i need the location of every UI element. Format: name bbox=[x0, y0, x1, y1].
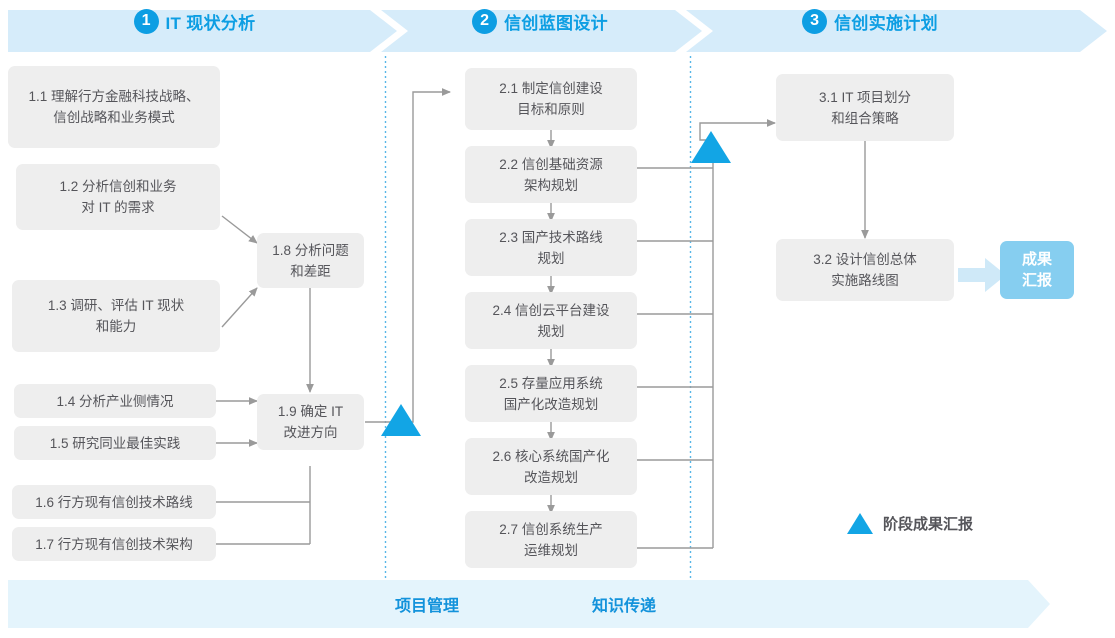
legend-label: 阶段成果汇报 bbox=[883, 516, 974, 533]
triangle-up-icon bbox=[847, 513, 873, 534]
phase-separator-2 bbox=[675, 10, 713, 52]
edge-1-3-to-1-8 bbox=[221, 287, 258, 328]
process-box-2-7[interactable]: 2.7 信创系统生产 运维规划 bbox=[465, 511, 637, 568]
process-box-1-4[interactable]: 1.4 分析产业侧情况 bbox=[14, 384, 216, 418]
process-box-2-4[interactable]: 2.4 信创云平台建设 规划 bbox=[465, 292, 637, 349]
edge-1-2-to-1-8 bbox=[221, 215, 258, 244]
edge-3-2-to-result bbox=[958, 258, 1006, 292]
process-box-1-7[interactable]: 1.7 行方现有信创技术架构 bbox=[12, 527, 216, 561]
process-box-2-5[interactable]: 2.5 存量应用系统 国产化改造规划 bbox=[465, 365, 637, 422]
result-badge[interactable]: 成果 汇报 bbox=[1000, 241, 1074, 299]
bottom-band-shape bbox=[8, 580, 1050, 628]
process-box-3-2[interactable]: 3.2 设计信创总体 实施路线图 bbox=[776, 239, 954, 301]
edge-1-9-to-2-1 bbox=[365, 88, 451, 423]
process-box-2-6[interactable]: 2.6 核心系统国产化 改造规划 bbox=[465, 438, 637, 495]
process-box-2-2[interactable]: 2.2 信创基础资源 架构规划 bbox=[465, 146, 637, 203]
process-box-1-2[interactable]: 1.2 分析信创和业务 对 IT 的需求 bbox=[16, 164, 220, 230]
milestone-triangle-phase1 bbox=[381, 404, 421, 436]
bottom-band-label-1: 项目管理 bbox=[395, 598, 460, 615]
phase-separator-1 bbox=[370, 10, 408, 52]
phase-band-shape bbox=[8, 10, 1107, 52]
process-box-2-3[interactable]: 2.3 国产技术路线 规划 bbox=[465, 219, 637, 276]
process-box-1-8[interactable]: 1.8 分析问题 和差距 bbox=[257, 233, 364, 288]
bottom-band-label-2: 知识传递 bbox=[592, 598, 657, 615]
process-box-1-9[interactable]: 1.9 确定 IT 改进方向 bbox=[257, 394, 364, 450]
process-box-1-1[interactable]: 1.1 理解行方金融科技战略、 信创战略和业务模式 bbox=[8, 66, 220, 148]
process-box-1-6[interactable]: 1.6 行方现有信创技术路线 bbox=[12, 485, 216, 519]
process-box-2-1[interactable]: 2.1 制定信创建设 目标和原则 bbox=[465, 68, 637, 130]
milestone-triangle-phase2 bbox=[691, 131, 731, 163]
process-box-1-3[interactable]: 1.3 调研、评估 IT 现状 和能力 bbox=[12, 280, 220, 352]
legend: 阶段成果汇报 bbox=[847, 513, 973, 534]
process-box-3-1[interactable]: 3.1 IT 项目划分 和组合策略 bbox=[776, 74, 954, 141]
process-box-1-5[interactable]: 1.5 研究同业最佳实践 bbox=[14, 426, 216, 460]
